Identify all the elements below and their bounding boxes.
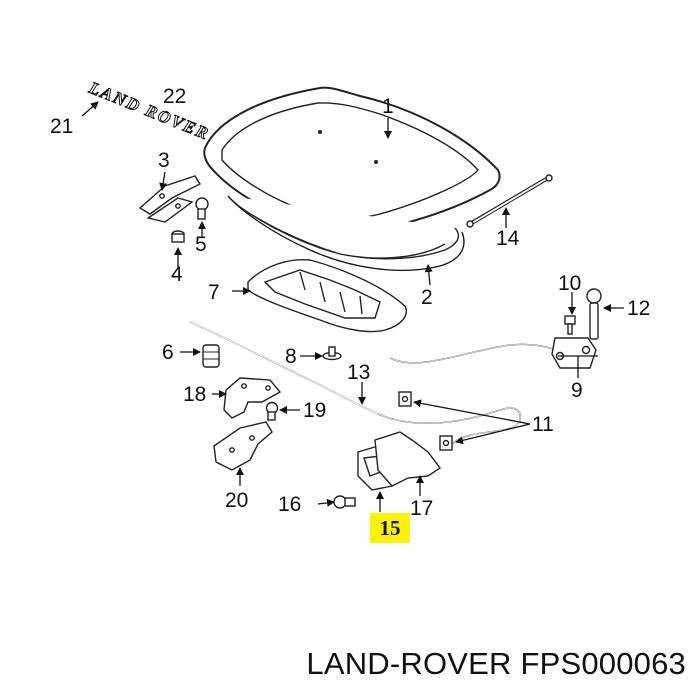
- callout-9: 9: [571, 379, 583, 402]
- hood-bumper: [202, 344, 220, 368]
- callout-15-highlighted: 15: [370, 513, 410, 543]
- callout-12: 12: [627, 297, 651, 320]
- release-handle: [586, 288, 602, 340]
- latch-plate: [374, 431, 442, 487]
- callout-17: 17: [410, 497, 434, 520]
- hood-support-strut: [466, 174, 553, 228]
- release-cable-front: [189, 321, 379, 415]
- hood-seal: [227, 195, 465, 271]
- callout-21: 21: [50, 115, 74, 138]
- callout-13: 13: [347, 361, 371, 384]
- callout-7: 7: [208, 281, 220, 304]
- land-rover-badge: LAND ROVER: [85, 77, 213, 144]
- callout-19: 19: [303, 399, 327, 422]
- part-number-caption: LAND-ROVER FPS000063: [306, 646, 686, 681]
- latch-bolt: [333, 495, 356, 509]
- hinge-bolt: [195, 197, 209, 220]
- latch-mounting-bracket: [213, 421, 273, 471]
- callout-22: 22: [163, 85, 187, 108]
- callout-10: 10: [558, 272, 582, 295]
- callout-4: 4: [171, 263, 183, 286]
- callout-18: 18: [183, 383, 207, 406]
- callout-1: 1: [382, 95, 394, 118]
- callout-20: 20: [225, 489, 249, 512]
- callout-3: 3: [158, 149, 170, 172]
- cable-clip-upper: [398, 391, 412, 407]
- callout-5: 5: [195, 233, 207, 256]
- bump-stop: [171, 230, 185, 243]
- callout-8: 8: [285, 345, 297, 368]
- striker-bracket: [223, 377, 282, 419]
- release-handle-bolt: [564, 315, 576, 335]
- callout-11: 11: [532, 413, 554, 436]
- insulator-clip: [322, 346, 342, 361]
- badge-text: LAND ROVER: [86, 78, 213, 144]
- cable-clip-lower: [439, 435, 453, 451]
- hood-hinge: [138, 175, 202, 223]
- hood-insulator: [247, 258, 407, 333]
- callout-16: 16: [278, 493, 302, 516]
- striker-bolt: [265, 401, 279, 421]
- callout-6: 6: [162, 341, 174, 364]
- release-cable-rear: [377, 337, 597, 445]
- callout-14: 14: [496, 227, 520, 250]
- callout-2: 2: [421, 286, 433, 309]
- leader-lines: [81, 101, 624, 512]
